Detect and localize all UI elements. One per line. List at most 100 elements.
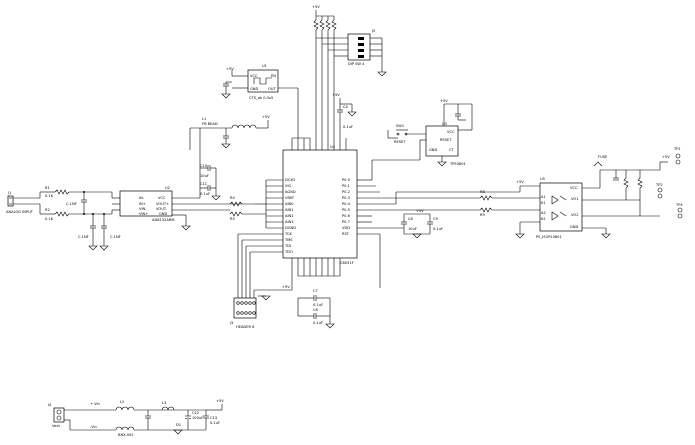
- svg-text:OUT: OUT: [268, 87, 276, 91]
- microcontroller-chip: DCXO VIO AGND VREF AIN0 AIN1 AIN2 AIN3 D…: [282, 145, 358, 265]
- svg-text:0.1uF: 0.1uF: [313, 303, 323, 307]
- resistor-r5: R5: [229, 211, 243, 221]
- capacitor-c10: [221, 128, 231, 149]
- resistor-r2: R2 0.1K: [45, 208, 70, 221]
- analog-input-connector: J1 ANALOG INPUT: [6, 191, 34, 214]
- adc-ref: U2: [165, 186, 170, 190]
- svg-text:J4: J4: [47, 403, 52, 407]
- svg-text:+5V: +5V: [416, 209, 424, 213]
- svg-text:RST: RST: [342, 232, 350, 236]
- svg-text:VDD: VDD: [342, 226, 350, 230]
- reset-supervisor-chip: VCC RESET GND CT U3 TPS3801: [425, 122, 466, 166]
- svg-text:+5V: +5V: [312, 5, 320, 9]
- svg-text:VOUT-: VOUT-: [156, 207, 168, 211]
- svg-text:0.1K: 0.1K: [45, 217, 54, 221]
- svg-text:P0.6: P0.6: [342, 214, 351, 218]
- svg-text:P0.7: P0.7: [342, 220, 350, 224]
- svg-text:L1: L1: [202, 117, 206, 121]
- mcu-top-bus: [291, 30, 347, 150]
- svg-text:P0.3: P0.3: [342, 196, 350, 200]
- dip-switch: +5V J5 DIP SW 4: [312, 5, 387, 77]
- j1-label: ANALOG INPUT: [6, 210, 34, 214]
- svg-text:C4: C4: [343, 105, 349, 109]
- inductor-l3: L3: [161, 401, 175, 411]
- j1-ref: J1: [7, 191, 11, 195]
- opto-ref: U5: [540, 177, 545, 181]
- svg-text:+5V: +5V: [662, 155, 670, 159]
- svg-text:FB BEAD: FB BEAD: [202, 122, 218, 126]
- svg-text:HEADER 6: HEADER 6: [236, 325, 255, 329]
- svg-text:+5V: +5V: [332, 93, 340, 97]
- svg-text:0.1uF: 0.1uF: [313, 321, 323, 325]
- svg-text:C6: C6: [313, 308, 319, 312]
- svg-text:VOUT+: VOUT+: [156, 202, 169, 206]
- svg-text:AIN2: AIN2: [285, 214, 294, 218]
- svg-text:VIN-: VIN-: [139, 207, 147, 211]
- svg-text:+5V: +5V: [516, 180, 524, 184]
- svg-text:P0.5: P0.5: [342, 208, 350, 212]
- resistor-r8: R8: [479, 190, 493, 201]
- svg-text:0.1uF: 0.1uF: [343, 125, 353, 129]
- capacitor-c13: C13 0.1uF: [203, 410, 220, 430]
- adc-part: AD8132ARM: [152, 218, 174, 222]
- svg-text:C11: C11: [200, 182, 207, 186]
- svg-text:TMS: TMS: [284, 238, 293, 242]
- svg-text:Vext: Vext: [52, 424, 60, 428]
- svg-text:AGND: AGND: [285, 190, 296, 194]
- capacitor-c1: C.1NF: [66, 191, 87, 215]
- svg-text:C12: C12: [192, 411, 199, 415]
- svg-text:IN-: IN-: [139, 196, 145, 200]
- svg-text:TP2: TP2: [655, 183, 663, 187]
- svg-text:IN+: IN+: [139, 202, 146, 206]
- svg-text:CT: CT: [449, 148, 455, 152]
- svg-text:C7: C7: [313, 289, 318, 293]
- svg-text:K2: K2: [541, 217, 546, 221]
- svg-text:VCC: VCC: [447, 130, 455, 134]
- svg-text:P0.0: P0.0: [342, 178, 351, 182]
- svg-text:C9: C9: [433, 217, 439, 221]
- osc-ref: U1: [262, 64, 267, 68]
- svg-text:J3: J3: [229, 321, 233, 325]
- resistor-r1: R1 0.1K: [45, 186, 70, 198]
- jtag-header: J3 HEADER 6: [229, 297, 257, 329]
- output-resistors: [613, 170, 643, 216]
- svg-text:AIN0: AIN0: [285, 202, 294, 206]
- svg-text:SW1: SW1: [396, 124, 404, 128]
- svg-text:R1: R1: [45, 186, 50, 190]
- capacitor-c11: C10 10uF C11 0.1uF: [200, 164, 221, 201]
- capacitor-c4: +5V C4 0.1uF: [332, 93, 357, 129]
- svg-text:FUSE: FUSE: [598, 155, 608, 159]
- svg-text:VCC: VCC: [158, 196, 166, 200]
- svg-text:R8: R8: [480, 190, 485, 194]
- osc-part: CTS_ak 0.0x5: [249, 96, 273, 100]
- svg-text:R2: R2: [45, 208, 50, 212]
- svg-text:VO1: VO1: [571, 197, 579, 201]
- opto-part: PS_ISOPL3801: [536, 235, 562, 239]
- polarized-capacitor: C12 100uF D1: [176, 410, 203, 430]
- capacitor-c12: [145, 410, 151, 430]
- svg-text:DCXO: DCXO: [285, 178, 296, 182]
- svg-text:AIN3: AIN3: [285, 220, 294, 224]
- svg-text:+5V: +5V: [262, 115, 270, 119]
- test-point-tp1: TP1: [673, 147, 681, 165]
- mcu-left-bus: [237, 179, 283, 298]
- oscillator-chip: VCC GND EN OUT U1 CTS_ak 0.0x5: [247, 64, 279, 100]
- svg-text:R4: R4: [230, 196, 235, 200]
- svg-text:+5V: +5V: [226, 67, 234, 71]
- svg-text:C.1NF: C.1NF: [78, 235, 89, 239]
- svg-text:VREF: VREF: [285, 196, 294, 200]
- svg-text:+5V: +5V: [440, 99, 448, 103]
- svg-text:TP1: TP1: [673, 147, 681, 151]
- capacitor-c2: C.1NF: [78, 213, 96, 239]
- svg-text:VIN+: VIN+: [139, 212, 148, 216]
- svg-text:L3: L3: [162, 401, 166, 405]
- svg-text:RESET: RESET: [440, 138, 452, 142]
- svg-text:GND: GND: [570, 225, 578, 229]
- svg-text:C.1NF: C.1NF: [110, 235, 121, 239]
- svg-text:GND: GND: [159, 212, 167, 216]
- svg-text:VCC: VCC: [570, 186, 578, 190]
- svg-text:TP4: TP4: [675, 203, 683, 207]
- svg-text:0.1uF: 0.1uF: [210, 421, 220, 425]
- svg-text:+5V: +5V: [282, 285, 290, 289]
- svg-text:C13: C13: [210, 416, 217, 420]
